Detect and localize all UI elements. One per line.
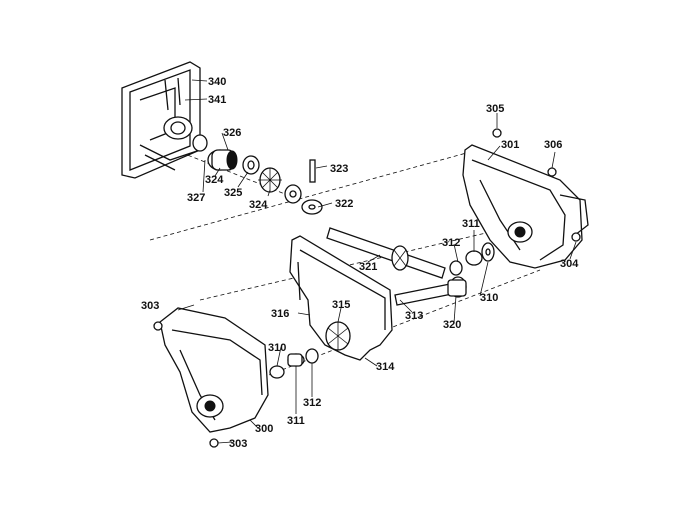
- label-341: 341: [208, 94, 226, 106]
- right-gear-case: [462, 128, 589, 269]
- label-313: 313: [405, 310, 423, 322]
- label-311: 311: [462, 218, 480, 230]
- label-312: 312: [442, 237, 460, 249]
- label-303-lower: 303: [229, 438, 247, 450]
- leader-lines: [177, 79, 577, 444]
- label-325: 325: [224, 187, 242, 199]
- bracket-assembly: [121, 61, 208, 179]
- label-300: 300: [255, 423, 273, 435]
- label-321: 321: [359, 261, 377, 273]
- label-303: 303: [141, 300, 159, 312]
- label-310: 310: [480, 292, 498, 304]
- label-315: 315: [332, 299, 350, 311]
- label-305: 305: [486, 103, 504, 115]
- label-324: 324: [205, 174, 224, 186]
- label-301: 301: [501, 139, 519, 151]
- label-304: 304: [560, 258, 579, 270]
- label-324-lower: 324: [249, 199, 268, 211]
- bevel-gear-set: [207, 149, 323, 215]
- label-311-lower: 311: [287, 415, 305, 427]
- shaft-set: [326, 227, 495, 306]
- label-314: 314: [376, 361, 395, 373]
- label-306: 306: [544, 139, 562, 151]
- part-labels: 340 341 326 324 325 327 324 323 322 305 …: [141, 76, 579, 450]
- label-327: 327: [187, 192, 205, 204]
- label-322: 322: [335, 198, 353, 210]
- label-340: 340: [208, 76, 226, 88]
- label-326: 326: [223, 127, 241, 139]
- label-323: 323: [330, 163, 348, 175]
- alignment-lines: [149, 149, 541, 391]
- label-310-lower: 310: [268, 342, 286, 354]
- label-320: 320: [443, 319, 461, 331]
- left-gear-case: [153, 307, 319, 448]
- label-316: 316: [271, 308, 289, 320]
- label-312-lower: 312: [303, 397, 321, 409]
